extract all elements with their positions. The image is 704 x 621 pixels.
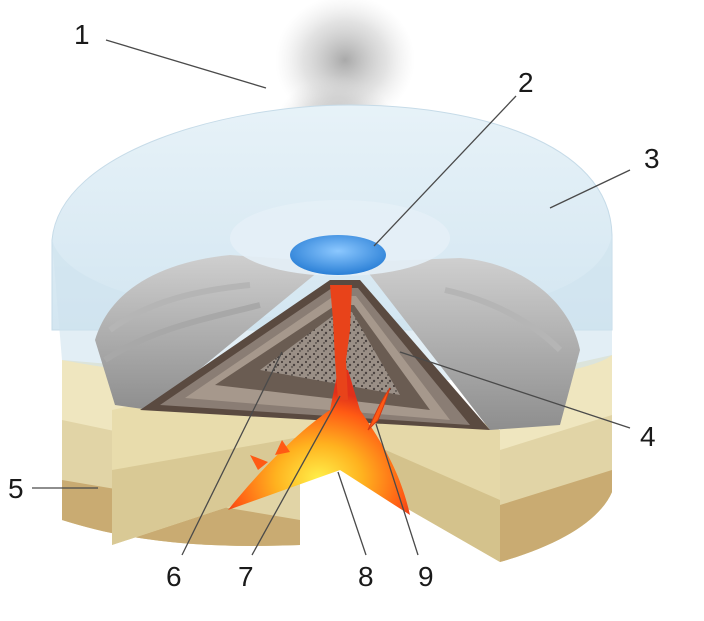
label-2: 2: [518, 67, 534, 98]
leader-4: [399, 351, 631, 429]
label-8: 8: [358, 561, 374, 592]
magma-dike: [367, 387, 391, 431]
label-7: 7: [238, 561, 254, 592]
leader-7: [251, 395, 341, 556]
label-5: 5: [8, 473, 24, 504]
meltwater-lake: [230, 200, 450, 276]
label-6: 6: [166, 561, 182, 592]
number-labels: 1 2 3 4 5 6 7 8 9: [8, 19, 660, 592]
volcanic-edifice: [140, 280, 490, 430]
label-9: 9: [418, 561, 434, 592]
leader-2: [373, 95, 517, 247]
ice-cavity: [95, 255, 580, 430]
leader-9: [375, 423, 419, 556]
volcanic-conduit: [330, 285, 352, 400]
leader-8: [337, 471, 367, 556]
leader-6: [181, 351, 283, 556]
label-4: 4: [640, 421, 656, 452]
magma-chamber: [228, 370, 410, 515]
label-1: 1: [74, 19, 90, 50]
label-3: 3: [644, 143, 660, 174]
leader-lines: [32, 39, 631, 556]
leader-1: [105, 39, 267, 89]
leader-3: [549, 169, 631, 209]
